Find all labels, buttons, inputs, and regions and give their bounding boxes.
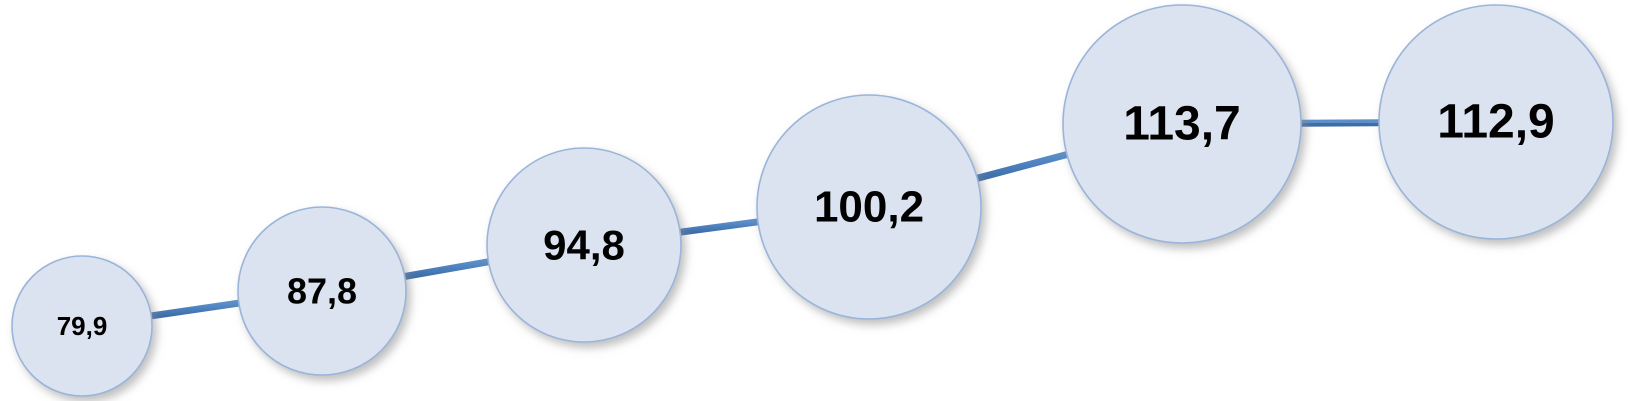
bubble-6-value-label: 112,9 (1437, 96, 1554, 149)
connector-4-5 (974, 150, 1070, 183)
bubble-6[interactable]: 112,9 (1378, 4, 1614, 240)
bubble-4-value-label: 100,2 (814, 183, 924, 232)
connector-2-3 (402, 257, 492, 281)
bubble-6-circle[interactable] (1378, 4, 1614, 240)
bubble-1[interactable]: 79,9 (11, 255, 153, 397)
bubble-3-circle[interactable] (486, 147, 682, 343)
bubble-3[interactable]: 94,8 (486, 147, 682, 343)
bubbles-layer: 79,9 87,8 94,8 100,2 113,7 112,9 (11, 4, 1614, 397)
bubble-5-circle[interactable] (1062, 4, 1302, 244)
bubble-2-value-label: 87,8 (287, 271, 357, 312)
bubble-1-circle[interactable] (11, 255, 153, 397)
bubble-5[interactable]: 113,7 (1062, 4, 1302, 244)
bubble-2-circle[interactable] (237, 206, 407, 376)
bubble-1-value-label: 79,9 (57, 311, 108, 341)
connector-1-2 (148, 299, 242, 320)
bubble-3-value-label: 94,8 (543, 222, 625, 269)
bubble-4[interactable]: 100,2 (756, 94, 982, 320)
connector-5-6 (1298, 119, 1382, 127)
bubble-5-value-label: 113,7 (1123, 98, 1240, 151)
bubble-2[interactable]: 87,8 (237, 206, 407, 376)
connector-3-4 (677, 218, 761, 236)
bubble-4-circle[interactable] (756, 94, 982, 320)
connectors-layer (148, 119, 1382, 320)
